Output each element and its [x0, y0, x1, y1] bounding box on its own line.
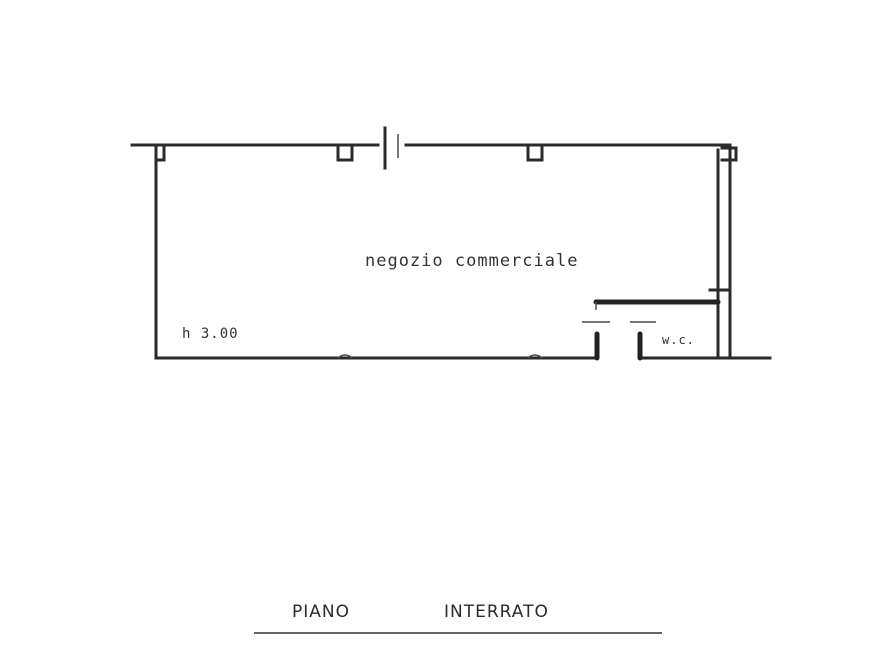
- pillar-top-2: [526, 143, 544, 162]
- room-label: negozio commerciale: [365, 251, 578, 271]
- caption-word-interrato: INTERRATO: [444, 602, 549, 622]
- ceiling-height-label: h 3.00: [182, 326, 239, 342]
- top-wall: [130, 126, 732, 170]
- right-wall: [716, 143, 738, 360]
- left-corner-notch: [154, 143, 166, 162]
- plan-caption: PIANO INTERRATO: [254, 602, 662, 634]
- bottom-wall: [154, 354, 772, 360]
- wc-partition: [582, 288, 732, 361]
- pillar-top-1: [336, 143, 354, 162]
- caption-word-piano: PIANO: [292, 602, 350, 622]
- wc-label: w.c.: [662, 333, 695, 347]
